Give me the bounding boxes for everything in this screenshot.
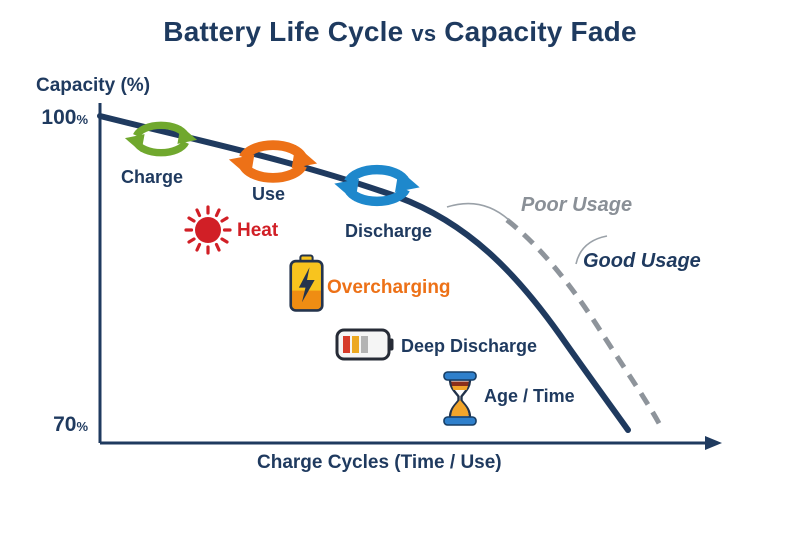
y-axis-title: Capacity (%) — [36, 75, 151, 96]
poor-usage-label: Poor Usage — [521, 194, 633, 216]
title-tail: Capacity Fade — [444, 16, 637, 47]
hourglass-icon — [443, 371, 477, 426]
title-lead: Battery Life Cycle — [163, 16, 404, 47]
green-cycle-arrows-icon — [124, 121, 198, 157]
discharge-label: Discharge — [345, 221, 433, 241]
solid-fade-curve — [97, 113, 631, 433]
title-vs: vs — [411, 21, 437, 46]
x-axis-title: Charge Cycles (Time / Use) — [257, 452, 502, 473]
good-usage-leader-line — [575, 235, 608, 265]
x-axis-arrowhead — [705, 436, 722, 450]
y-tick-100: 100% — [41, 106, 88, 129]
y-tick-70: 70% — [53, 413, 88, 436]
poor-usage-leader-line — [446, 202, 510, 221]
charge-label: Charge — [121, 167, 184, 187]
battery-lightning-icon — [289, 254, 324, 312]
good-usage-label: Good Usage — [583, 250, 701, 272]
orange-cycle-arrows-icon — [228, 140, 318, 183]
page-title: Battery Life Cycle vs Capacity Fade — [0, 16, 800, 48]
heat-label: Heat — [237, 220, 279, 241]
use-label: Use — [252, 184, 286, 204]
blue-cycle-arrows-icon — [334, 164, 420, 207]
overcharging-label: Overcharging — [327, 277, 451, 298]
age-time-label: Age / Time — [484, 386, 575, 406]
deep-discharge-label: Deep Discharge — [401, 336, 538, 356]
red-sun-icon — [184, 205, 232, 255]
battery-low-icon — [335, 328, 394, 361]
dashed-fade-curve — [505, 218, 666, 433]
